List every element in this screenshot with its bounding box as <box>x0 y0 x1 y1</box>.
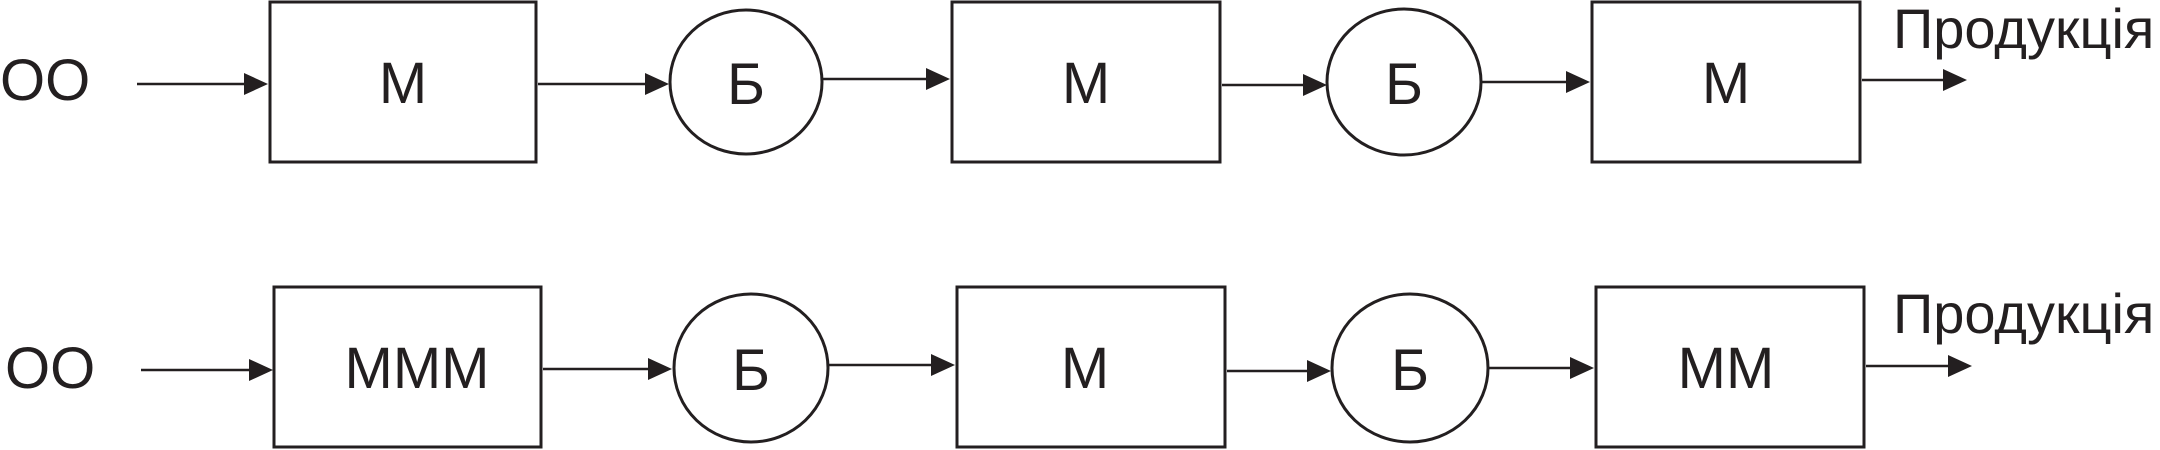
row-1-output-label: Продукція <box>1893 0 2154 60</box>
row-1-machine-3-label: М <box>1702 51 1750 116</box>
row-2-machine-1 <box>272 285 543 449</box>
row-1-output-arrowhead <box>1943 69 1967 91</box>
row-2-machine-2 <box>955 285 1227 449</box>
row-1-machine-2 <box>950 0 1222 164</box>
row-2-machine-2-label: М <box>1061 336 1109 401</box>
row-2-output-label: Продукція <box>1893 282 2154 345</box>
row-1-machine-1 <box>268 0 538 164</box>
row-2-machine-3 <box>1594 285 1866 449</box>
row-2-buffer-1-label: Б <box>732 338 770 403</box>
row-2-input-label: ОО <box>5 336 95 401</box>
row-1-buffer-1-label: Б <box>727 52 765 117</box>
row-1-input-arrowhead <box>244 73 268 95</box>
row-1-buffer-1 <box>668 8 824 156</box>
row-2-machine-1-label: МММ <box>345 336 490 401</box>
row-1-machine-1-label: М <box>379 51 427 116</box>
row-2-input-arrowhead <box>249 359 273 381</box>
flow-row-1: ОО М Б М Б М Продукція <box>0 0 2154 164</box>
row-2-machine-3-label: ММ <box>1678 336 1775 401</box>
row-1-input-label: ОО <box>0 48 90 113</box>
row-1-machine-2-label: М <box>1062 51 1110 116</box>
row-2-buffer-1 <box>672 292 830 444</box>
row-2-buffer-2-label: Б <box>1391 338 1429 403</box>
row-2-output-arrowhead <box>1948 355 1972 377</box>
flow-row-2: ОО МММ Б М Б ММ Продукція <box>5 282 2154 449</box>
row-1-machine-3 <box>1590 0 1862 164</box>
row-1-buffer-2-label: Б <box>1385 52 1423 117</box>
